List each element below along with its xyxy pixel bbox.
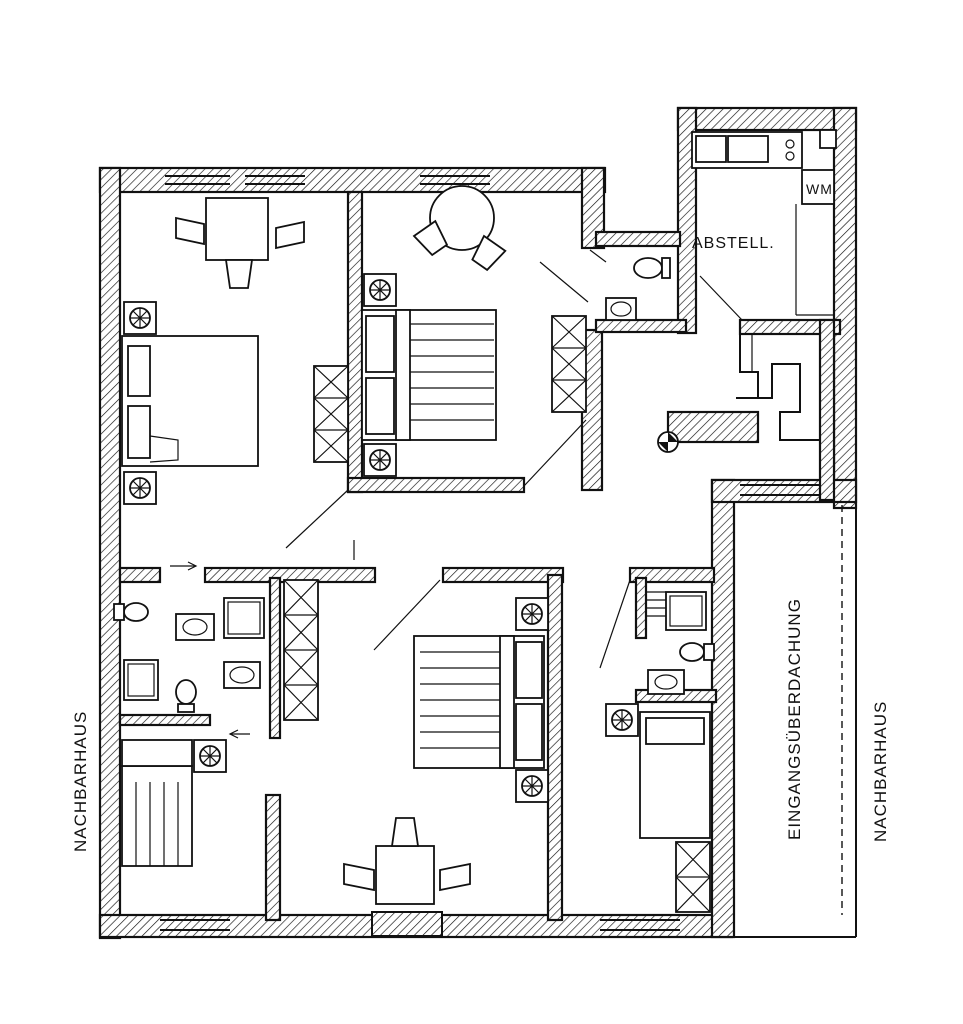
chair-icon <box>224 259 254 289</box>
chair-icon <box>412 219 449 257</box>
plant-icon <box>605 703 639 737</box>
wardrobe-icon <box>675 841 711 913</box>
wardrobe-icon <box>551 315 587 413</box>
room-top-middle <box>361 185 589 487</box>
outer-walls <box>98 106 858 940</box>
chair-icon <box>275 220 305 250</box>
toilet-icon <box>679 642 715 662</box>
neighbor-house-right-label: NACHBARHAUS <box>871 701 890 842</box>
toilet-icon <box>113 602 149 622</box>
chair-icon <box>471 234 507 272</box>
plant-icon <box>515 769 549 803</box>
table-icon <box>375 845 435 905</box>
plant-icon <box>123 301 157 335</box>
entrance-canopy: EINGANGSÜBERDACHUNG <box>785 505 843 915</box>
sink-icon <box>605 297 637 321</box>
room-bottom-middle <box>343 597 549 905</box>
shower-icon <box>223 597 265 639</box>
table-icon <box>205 197 269 261</box>
storage-room: WM. ABSTELL. <box>691 129 838 321</box>
sink-icon <box>647 669 685 695</box>
bathroom-left <box>113 579 319 867</box>
toilet-icon <box>633 257 671 279</box>
washing-machine-icon <box>801 169 835 205</box>
neighbor-house-left-label: NACHBARHAUS <box>71 711 90 852</box>
storage-label: ABSTELL. <box>692 235 775 252</box>
sink-icon <box>175 613 215 641</box>
washing-machine-label: WM. <box>806 181 838 197</box>
entrance-canopy-label: EINGANGSÜBERDACHUNG <box>785 598 804 840</box>
door-swings <box>170 540 631 739</box>
stair-hall <box>657 334 820 453</box>
plant-icon <box>123 471 157 505</box>
shower-icon <box>123 659 159 701</box>
plant-icon <box>363 443 397 477</box>
toilet-icon <box>175 679 197 713</box>
room-top-left <box>121 197 349 549</box>
interior-walls <box>118 190 842 937</box>
windows <box>160 175 820 931</box>
room-bottom-right <box>605 591 715 913</box>
wardrobe-icon <box>283 579 319 721</box>
chair-icon <box>439 862 471 892</box>
plant-icon <box>515 597 549 631</box>
chair-icon <box>390 817 420 847</box>
wardrobe-icon <box>313 365 349 463</box>
bed-icon <box>121 765 193 867</box>
table-icon <box>429 185 495 251</box>
chair-icon <box>175 216 205 246</box>
sink-icon <box>223 661 261 689</box>
bathroom-top <box>589 249 671 321</box>
chair-icon <box>343 862 375 892</box>
shower-icon <box>665 591 707 631</box>
plant-icon <box>193 739 227 773</box>
plant-icon <box>363 273 397 307</box>
